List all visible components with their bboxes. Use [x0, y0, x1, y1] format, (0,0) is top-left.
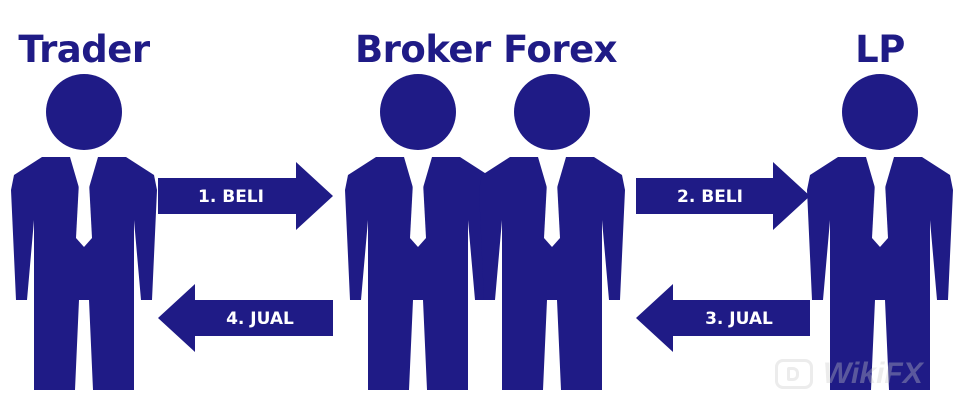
watermark-text: WikiFX	[823, 357, 923, 390]
arrow-label-step1: 1. BELI	[198, 187, 264, 207]
arrow-right-icon-step1	[158, 162, 333, 230]
actor-label-trader: Trader	[18, 28, 150, 71]
arrow-label-step3: 3. JUAL	[705, 309, 773, 329]
arrow-label-step4: 4. JUAL	[226, 309, 294, 329]
person-icon-trader	[11, 74, 157, 390]
actor-label-lp: LP	[855, 28, 905, 71]
watermark: WikiFX	[775, 357, 923, 391]
arrow-right-icon-step2	[636, 162, 810, 230]
person-icon-broker-1	[345, 74, 491, 390]
arrow-label-step2: 2. BELI	[677, 187, 743, 207]
actor-label-broker: Broker Forex	[354, 28, 618, 71]
watermark-logo-icon	[775, 359, 813, 389]
person-icon-broker-2	[479, 74, 625, 390]
person-icon-lp	[807, 74, 953, 390]
arrow-left-icon-step3	[636, 284, 810, 352]
arrow-left-icon-step4	[158, 284, 333, 352]
